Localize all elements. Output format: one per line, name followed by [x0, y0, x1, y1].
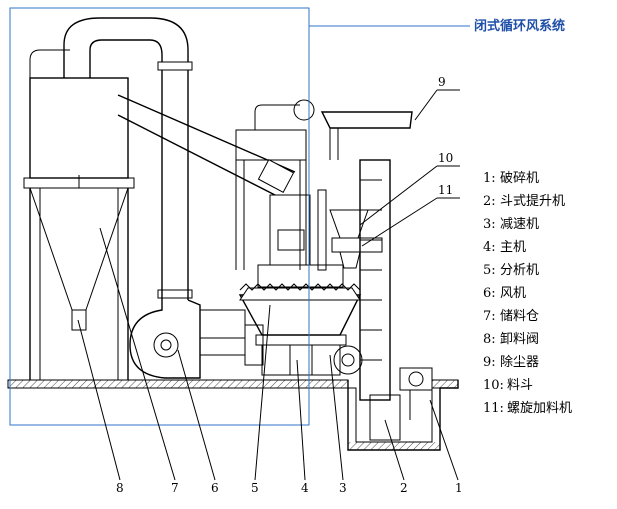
legend-name-2: 斗式提升机	[500, 193, 565, 209]
callout-11: 11	[438, 183, 453, 197]
legend-name-9: 除尘器	[500, 355, 539, 370]
callout-8: 8	[116, 481, 124, 495]
legend-name-11: 螺旋加料机	[507, 401, 572, 416]
top-duct	[63, 17, 193, 300]
legend-name-5: 分析机	[500, 263, 539, 278]
dust-collector	[320, 111, 413, 160]
callout-5: 5	[251, 481, 259, 495]
callout-10: 10	[438, 151, 453, 165]
callout-1: 1	[455, 481, 463, 495]
callout-4: 4	[301, 481, 309, 495]
legend-name-1: 破碎机	[500, 171, 539, 186]
hopper-and-feeder	[329, 209, 383, 269]
inclined-duct	[117, 94, 296, 196]
closed-loop-title: 闭式循环风系统	[474, 18, 565, 34]
foundation	[7, 379, 459, 451]
main-mill	[238, 160, 363, 376]
closed-loop-frame	[9, 7, 310, 426]
legend-num-6: 6:	[483, 286, 496, 301]
legend-num-10: 10:	[483, 378, 504, 393]
legend-num-11: 11:	[483, 401, 504, 416]
callout-numbers: 1 2 3 4 5 6 7 8 9 10 11	[116, 75, 463, 495]
legend-num-1: 1:	[483, 171, 496, 186]
legend-num-9: 9:	[483, 355, 496, 370]
legend-num-8: 8:	[483, 332, 496, 347]
legend: 1: 破碎机 2: 斗式提升机 3: 减速机 4: 主机 5: 分析机 6: 风…	[483, 171, 572, 416]
legend-num-4: 4:	[483, 240, 496, 255]
legend-num-5: 5:	[483, 263, 496, 278]
legend-name-8: 卸料阀	[500, 331, 539, 347]
legend-name-10: 料斗	[507, 378, 533, 393]
leader-lines	[77, 89, 460, 481]
bucket-elevator	[359, 159, 401, 441]
legend-name-7: 储料仓	[500, 309, 539, 324]
crusher	[399, 367, 433, 420]
callout-6: 6	[211, 481, 219, 495]
legend-name-3: 减速机	[500, 217, 539, 232]
callout-7: 7	[171, 481, 179, 495]
callout-3: 3	[339, 481, 347, 495]
legend-num-7: 7:	[483, 309, 496, 324]
storage-silo	[23, 49, 135, 380]
legend-name-4: 主机	[500, 240, 526, 255]
callout-9: 9	[438, 75, 446, 89]
mill-cyclone	[235, 99, 315, 270]
mill-teeth	[239, 283, 361, 291]
legend-num-3: 3:	[483, 217, 496, 232]
callout-2: 2	[400, 481, 408, 495]
fan	[129, 299, 264, 379]
legend-name-6: 风机	[500, 286, 526, 301]
legend-num-2: 2:	[483, 194, 496, 209]
